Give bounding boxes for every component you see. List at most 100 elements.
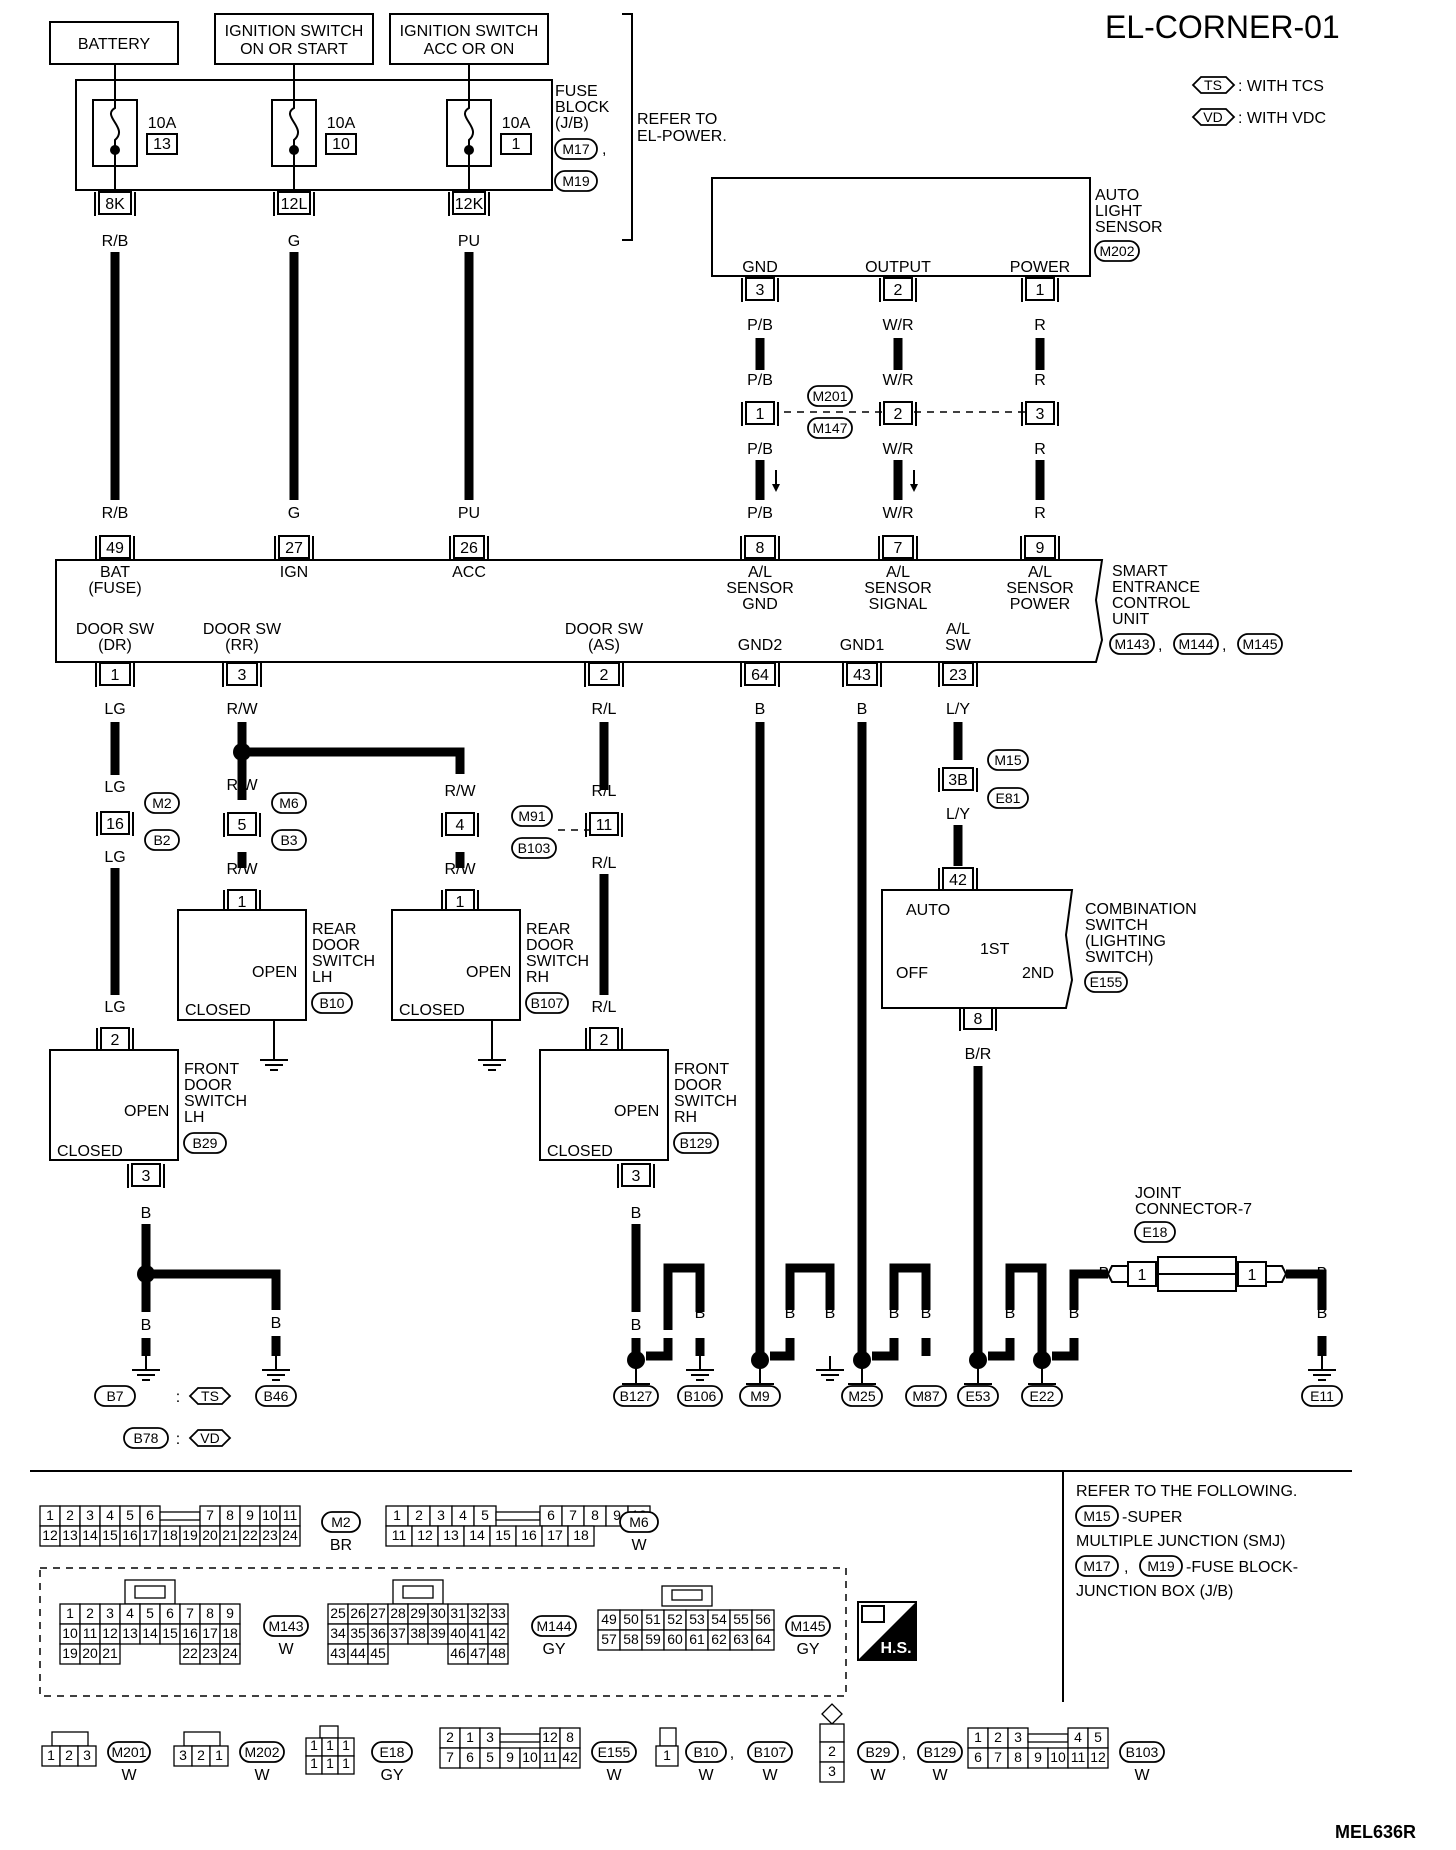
connector-code bbox=[144, 829, 180, 851]
connector-pin: 27 bbox=[274, 535, 314, 560]
label: 6 bbox=[466, 1749, 474, 1765]
label: 5 bbox=[1094, 1729, 1102, 1745]
label: BR bbox=[330, 1537, 352, 1554]
label: GND bbox=[742, 259, 778, 276]
label: R/W bbox=[226, 777, 258, 794]
label: 23 bbox=[262, 1527, 278, 1543]
svg-text:DOOR: DOOR bbox=[312, 937, 360, 954]
label: 17 bbox=[202, 1625, 218, 1641]
label: E22 bbox=[1030, 1388, 1055, 1404]
label: R bbox=[1034, 317, 1046, 334]
label: 9 bbox=[1036, 540, 1045, 557]
svg-text:,: , bbox=[1158, 637, 1162, 654]
label: M145 bbox=[790, 1618, 825, 1634]
label: P/B bbox=[747, 372, 773, 389]
connector-pin: 8 bbox=[740, 535, 780, 560]
label: B10 bbox=[694, 1744, 719, 1760]
svg-text:-FUSE BLOCK-: -FUSE BLOCK- bbox=[1186, 1559, 1298, 1576]
svg-text:CLOSED: CLOSED bbox=[399, 1002, 465, 1019]
label: 63 bbox=[733, 1631, 749, 1647]
svg-text:M144: M144 bbox=[1178, 636, 1213, 652]
label: W bbox=[1134, 1767, 1150, 1784]
svg-text:ON OR START: ON OR START bbox=[240, 41, 348, 58]
svg-text:,: , bbox=[1124, 1559, 1128, 1576]
label: B bbox=[755, 701, 766, 718]
ground-E53: E53 bbox=[957, 1385, 999, 1407]
label: L/Y bbox=[946, 701, 970, 718]
svg-text:ACC OR ON: ACC OR ON bbox=[424, 41, 515, 58]
label: 42 bbox=[562, 1749, 578, 1765]
label: 3 bbox=[83, 1747, 91, 1763]
connector-pin: 64 bbox=[740, 662, 780, 687]
label: A/L bbox=[1028, 564, 1052, 581]
splice-dot bbox=[233, 743, 251, 761]
label: E155 bbox=[598, 1744, 631, 1760]
label: DOOR SW bbox=[76, 621, 155, 638]
label: 59 bbox=[645, 1631, 661, 1647]
label: POWER bbox=[1010, 259, 1070, 276]
label: 8 bbox=[756, 540, 765, 557]
svg-text:RH: RH bbox=[526, 969, 549, 986]
connector-code bbox=[685, 1741, 727, 1763]
label: 5 bbox=[486, 1749, 494, 1765]
svg-text:REFER TO: REFER TO bbox=[637, 111, 717, 128]
label: 3 bbox=[756, 282, 765, 299]
label: 53 bbox=[689, 1611, 705, 1627]
face-group-frame bbox=[39, 1567, 847, 1697]
label: 3 bbox=[437, 1507, 445, 1523]
label: 31 bbox=[450, 1605, 466, 1621]
connector-code bbox=[321, 1511, 361, 1533]
label: 10 bbox=[1050, 1749, 1066, 1765]
label: M2 bbox=[331, 1514, 351, 1530]
connector-pin: 2 bbox=[879, 277, 917, 302]
svg-text:DOOR: DOOR bbox=[184, 1077, 232, 1094]
label: E53 bbox=[966, 1388, 991, 1404]
label: PU bbox=[458, 233, 480, 250]
svg-text:1: 1 bbox=[1138, 1267, 1147, 1284]
label: R/L bbox=[592, 701, 617, 718]
svg-text:LIGHT: LIGHT bbox=[1095, 203, 1142, 220]
connector-pin: 42 bbox=[938, 867, 978, 892]
connector-code bbox=[987, 787, 1029, 809]
label: DOOR SW bbox=[203, 621, 282, 638]
label: LG bbox=[104, 701, 125, 718]
label: B bbox=[889, 1305, 900, 1322]
svg-text:DOOR: DOOR bbox=[674, 1077, 722, 1094]
vdc-symbol-icon bbox=[188, 1429, 232, 1447]
connector-pin: 3 bbox=[222, 662, 262, 687]
connector-pin: 23 bbox=[938, 662, 978, 687]
svg-text:M19: M19 bbox=[562, 173, 589, 189]
ground-M9: M9 bbox=[739, 1385, 781, 1407]
wire bbox=[1005, 1263, 1047, 1356]
label: (FUSE) bbox=[88, 580, 141, 597]
svg-text:-SUPER: -SUPER bbox=[1122, 1509, 1182, 1526]
label: SW bbox=[945, 637, 972, 654]
label: 21 bbox=[102, 1645, 118, 1661]
label: 11 bbox=[83, 1625, 98, 1641]
label: 47 bbox=[470, 1645, 486, 1661]
connector-code bbox=[511, 805, 553, 827]
hs-symbol-icon: H.S. bbox=[857, 1601, 917, 1661]
label: 13 bbox=[62, 1527, 78, 1543]
connector-pin: 49 bbox=[95, 535, 135, 560]
label: TS bbox=[201, 1388, 219, 1404]
label: 10 bbox=[262, 1507, 278, 1523]
mid-connector-m201: M201 M147 bbox=[784, 385, 1030, 439]
label: 3 bbox=[106, 1605, 114, 1621]
label: M143 bbox=[268, 1618, 303, 1634]
label: P/B bbox=[747, 505, 773, 522]
connector-code bbox=[619, 1511, 659, 1533]
svg-text:: WITH VDC: : WITH VDC bbox=[1238, 110, 1326, 127]
key-icon bbox=[821, 1703, 843, 1725]
label: E18 bbox=[380, 1744, 405, 1760]
svg-text:M143: M143 bbox=[1114, 636, 1149, 652]
label: E81 bbox=[996, 790, 1021, 806]
label: 7 bbox=[994, 1749, 1002, 1765]
rear-door-switch-lh: REAR DOOR SWITCH LH B10 OPEN CLOSED bbox=[177, 909, 375, 1021]
label: B bbox=[141, 1317, 152, 1334]
